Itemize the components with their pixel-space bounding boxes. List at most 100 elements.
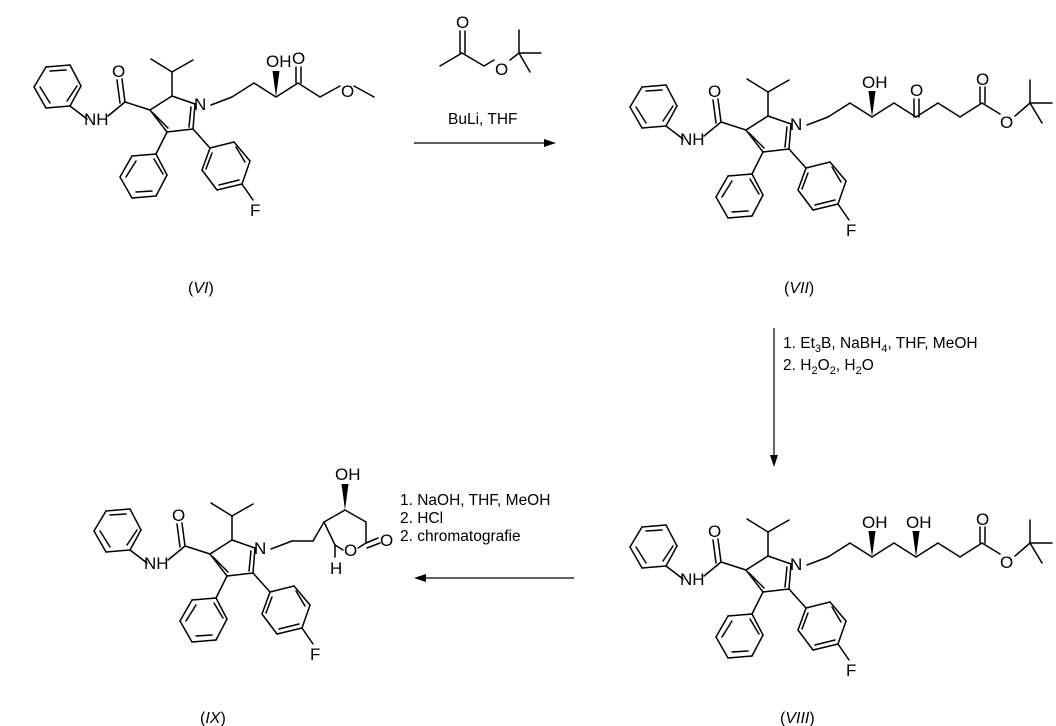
compound-vi-bond [49,69,67,72]
step1-conditions: BuLi, THF [448,111,518,128]
compound-ix-bond [176,523,181,548]
compound-viii-bond [751,591,764,615]
compound-ix-bond [252,572,271,593]
compound-vi-bond [241,160,251,185]
compound-vii-bond [727,173,753,177]
compound-vi-bond [39,86,51,104]
compound-vii-bond [703,121,722,137]
compound-ix-ring-o: O [344,541,357,560]
compound-ix-bond [301,627,314,645]
compound-vi-bond [135,190,153,193]
compound-vii-bond [745,115,769,131]
step2-conditions: 1. Et3B, NaBH4, THF, MeOH 2. H2O2, H2O [783,335,978,377]
compound-ix-bond [231,539,256,549]
compound-viii-bond [720,561,747,571]
compound-vi-bond [201,147,211,171]
compound-vi-bond [149,95,173,111]
compound-vii-keto-o: O [910,81,923,100]
compound-vi-atom-n: N [194,95,206,114]
compound-viii-bond [814,639,836,646]
compound-vi-bond [235,146,246,163]
compound-vii-bond [837,203,850,221]
compound-viii-bond [665,545,678,567]
compound-ix-bond [276,627,303,635]
compound-viii-bond [797,607,807,631]
compound-vii-bond [731,210,749,213]
compound-vii-ester-o: O [1000,113,1013,132]
compound-viii-bond [788,563,792,590]
compound-viii-bond [749,618,760,635]
compound-viii-bond [797,629,814,651]
compound-viii-bond [745,555,769,571]
compound-viii-bond [837,620,847,645]
compound-viii-bond [703,561,722,577]
compound-viii-side-chain: OH OH O O [806,510,1053,572]
compound-vii-bond [665,84,678,107]
svg-text:1. Et3B, NaBH4, THF, MeOH: 1. Et3B, NaBH4, THF, MeOH [783,335,978,355]
compound-ix-bond [93,510,107,532]
compound-vi-bond [45,64,71,68]
step2-cond-line2-sub-a: 2 [811,365,817,377]
compound-ix-bond [167,545,186,561]
compound-viii-bond [665,565,684,580]
step2-cond-line1-sub-a: 3 [815,343,821,355]
compound-ix-ring-h: H [330,559,342,578]
step3-cond-line3: 2. chromatografie [400,528,521,545]
compound-viii-bond [751,634,764,657]
compound-viii-bond [629,546,643,569]
compound-viii-bond [721,620,733,638]
compound-ix-bond [293,585,311,606]
compound-ix-bond [265,596,273,614]
compound-vi-bond [171,59,194,73]
compound-vii-bond [712,99,717,124]
svg-text:2. H2O2, H2O: 2. H2O2, H2O [783,357,874,377]
compound-ix-bond [179,620,193,643]
compound-ix-bond [93,530,107,553]
compound-vii-bond [629,86,643,108]
compound-ix-bond [109,513,127,516]
compound-viii-bond [751,613,764,636]
compound-vii-bond [720,121,747,131]
compound-viii-bond [829,601,847,622]
compound-viii-bond [715,615,729,638]
compound-viii-bond [801,612,809,630]
step2-cond-line1-sub-b: 4 [881,343,887,355]
compound-ix-bond [301,604,311,629]
compound-vi-bond [192,128,211,149]
compound-viii-oh-2: OH [906,513,932,532]
compound-vi-bond [192,103,196,130]
compound-vii-bond [788,148,807,169]
compound-vi-bond [155,174,168,197]
compound-vii-bond [751,194,764,217]
step2-cond-line2-d: O [862,357,874,374]
compound-viii-atom-o-amide: O [708,522,721,541]
compound-viii-bond [731,650,749,653]
compound-vi-bond [155,153,168,176]
compound-vii-bond [665,105,678,127]
compound-ix-lactone-o: O [380,531,393,550]
compound-vii-bond [837,180,847,205]
compound-viii-label: (VIII) [780,710,815,726]
compound-vii-bond [665,125,684,140]
compound-ix-bond [226,572,254,577]
compound-vi-bond [188,106,192,128]
compound-vii-bond [717,98,722,123]
compound-vi-atom-nh: NH [84,110,109,129]
compound-ix-bond [185,604,197,622]
compound-vi-bond [233,141,251,162]
compound-vii-bond [797,189,814,211]
reagent-carbonyl-o: O [456,13,469,32]
compound-vi-oh: OH [266,52,292,71]
step2-cond-line2-c: , H [836,357,856,374]
reagent-ester-o: O [495,60,508,79]
step2-cond-line2-sub-c: 2 [856,365,862,377]
compound-vii-bond [715,196,729,219]
compound-vii-bond [767,115,792,125]
compound-vi-bond [241,183,254,201]
compound-ix-bond [261,591,271,615]
compound-ix-bond [210,502,233,517]
compound-ix-atom-nh: NH [144,554,169,573]
